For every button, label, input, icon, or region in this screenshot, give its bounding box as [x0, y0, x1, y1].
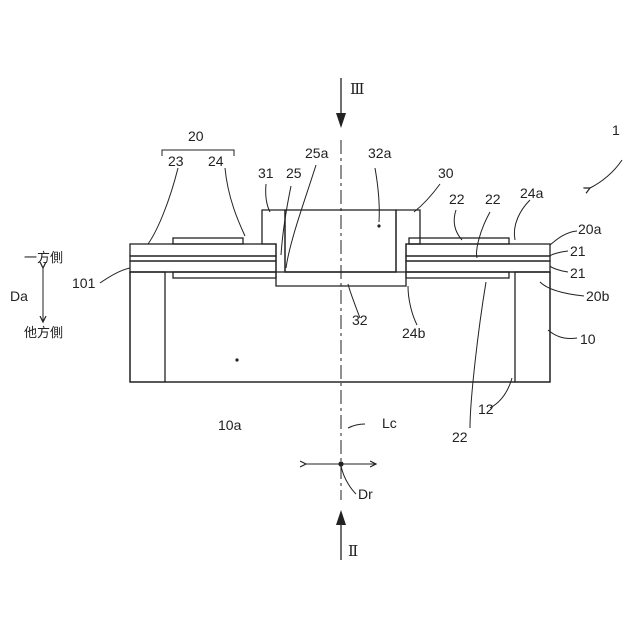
label-10: 10 [580, 331, 596, 347]
label-other-side: 他方側 [24, 325, 63, 341]
section-arrow-ii [336, 510, 346, 560]
label-23: 23 [168, 153, 184, 169]
label-25: 25 [286, 165, 302, 181]
label-12: 12 [478, 401, 494, 417]
housing-10 [130, 272, 550, 382]
section-arrow-iii [336, 78, 346, 128]
label-da: Da [10, 288, 28, 304]
label-one-side: 一方側 [24, 250, 63, 266]
label-20a: 20a [578, 221, 602, 237]
label-32: 32 [352, 312, 368, 328]
label-dr: Dr [358, 486, 373, 502]
label-lc: Lc [382, 415, 397, 431]
label-24b: 24b [402, 325, 426, 341]
label-section-ii: Ⅱ [348, 542, 358, 560]
label-10a: 10a [218, 417, 242, 433]
label-section-iii: Ⅲ [350, 80, 364, 98]
label-22-bottom: 22 [452, 429, 468, 445]
label-24: 24 [208, 153, 224, 169]
label-20b: 20b [586, 288, 610, 304]
label-32a: 32a [368, 145, 392, 161]
label-25a: 25a [305, 145, 329, 161]
label-22-top-right: 22 [485, 191, 501, 207]
leader-lines [100, 160, 622, 428]
label-21-top: 21 [570, 243, 586, 259]
label-101: 101 [72, 275, 96, 291]
label-24a: 24a [520, 185, 544, 201]
label-21-bottom: 21 [570, 265, 586, 281]
label-1: 1 [612, 122, 620, 138]
label-20: 20 [188, 128, 204, 144]
label-22-top-left: 22 [449, 191, 465, 207]
reference-labels: 1 20 23 24 31 25 25a 32a 30 22 22 24a 20… [10, 80, 620, 560]
label-31: 31 [258, 165, 274, 181]
label-30: 30 [438, 165, 454, 181]
